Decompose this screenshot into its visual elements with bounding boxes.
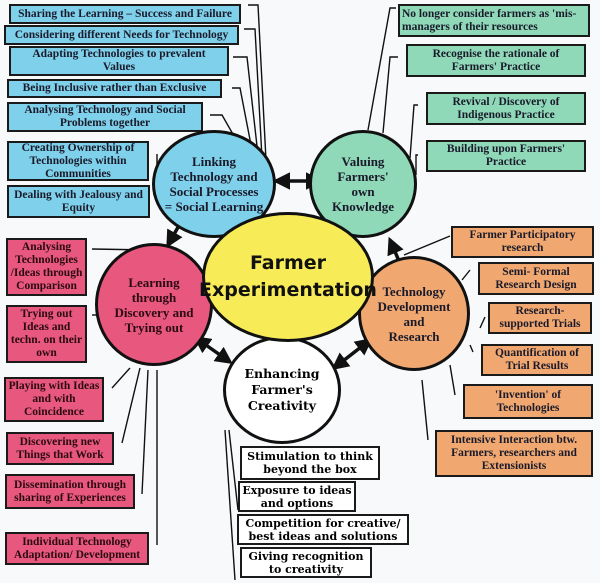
connector-line — [415, 154, 418, 175]
social-learning-item: Creating Ownership of Technologies withi… — [7, 141, 149, 181]
social-learning-item: Sharing the Learning – Success and Failu… — [9, 4, 241, 24]
social-learning-item: Considering different Needs for Technolo… — [4, 25, 239, 45]
hub-tech-development: Technology Development and Research — [358, 256, 470, 371]
tech-development-item: Semi- Formal Research Design — [478, 262, 594, 295]
connector-line — [224, 429, 236, 581]
tech-development-item: 'Invention' of Technologies — [463, 384, 593, 419]
connector-line — [121, 367, 141, 444]
hub-label: Enhancing Farmer's Creativity — [244, 366, 320, 413]
item-label: Competition for creative/ best ideas and… — [245, 516, 401, 543]
connector-line — [111, 367, 131, 389]
item-label: Analysing Technologies /Ideas through Co… — [10, 241, 83, 292]
item-label: Dissemination through sharing of Experie… — [14, 478, 126, 504]
hub-label: Learning through Discovery and Trying ou… — [114, 274, 194, 335]
item-label: Research- supported Trials — [499, 305, 581, 330]
central-topic-label: Farmer Experimentation — [199, 252, 377, 301]
item-label: Individual Technology Adaptation/ Develo… — [13, 535, 141, 561]
connector-line — [248, 4, 267, 161]
item-label: Analysing Technology and Social Problems… — [24, 104, 186, 129]
creativity-item: Stimulation to think beyond the box — [240, 446, 380, 480]
connector-line — [141, 369, 149, 495]
connector-line — [469, 344, 474, 353]
connector-line — [461, 269, 471, 281]
arrow-techdev-creativity — [331, 337, 373, 371]
creativity-item: Giving recognition to creativity — [240, 547, 372, 578]
connector-line — [479, 316, 486, 329]
item-label: Quantification of Trial Results — [494, 347, 579, 372]
hub-learning-discovery: Learning through Discovery and Trying ou… — [95, 243, 213, 366]
item-label: Giving recognition to creativity — [248, 549, 364, 576]
social-learning-item: Dealing with Jealousy and Equity — [7, 185, 150, 218]
learning-discovery-item: Dissemination through sharing of Experie… — [5, 474, 135, 509]
social-learning-item: Analysing Technology and Social Problems… — [7, 102, 203, 132]
item-label: Exposure to ideas and options — [242, 483, 352, 510]
creativity-item: Competition for creative/ best ideas and… — [237, 514, 409, 545]
farmer-knowledge-item: Recognise the rationale of Farmers' Prac… — [406, 44, 586, 77]
connector-line — [228, 429, 239, 511]
connector-line — [232, 87, 253, 151]
item-label: Trying out Ideas and techn. on their own — [10, 308, 83, 359]
farmer-knowledge-item: Building upon Farmers' Practice — [426, 140, 586, 172]
learning-discovery-item: Discovering new Things that Work — [6, 432, 114, 465]
central-topic-farmer-experimentation: Farmer Experimentation — [199, 212, 377, 342]
connector-line — [382, 56, 398, 134]
item-label: Stimulation to think beyond the box — [247, 450, 373, 476]
hub-farmer-knowledge: Valuing Farmers' own Knowledge — [309, 130, 417, 238]
creativity-item: Exposure to ideas and options — [238, 481, 356, 512]
social-learning-item: Adapting Technologies to prevalent Value… — [9, 46, 229, 76]
tech-development-item: Farmer Participatory research — [451, 226, 594, 258]
farmer-knowledge-item: No longer consider farmers as 'mis- mana… — [398, 4, 590, 37]
tech-development-item: Research- supported Trials — [488, 302, 592, 334]
item-label: Being Inclusive rather than Exclusive — [22, 82, 207, 94]
item-label: Revival / Discovery of Indigenous Practi… — [452, 95, 560, 121]
item-label: 'Invention' of Technologies — [494, 388, 562, 414]
learning-discovery-item: Individual Technology Adaptation/ Develo… — [5, 532, 149, 565]
item-label: Building upon Farmers' Practice — [446, 143, 566, 168]
hub-label: Technology Development and Research — [377, 283, 451, 344]
learning-discovery-item: Trying out Ideas and techn. on their own — [6, 305, 87, 363]
item-label: Intensive Interaction btw. Farmers, rese… — [450, 434, 578, 472]
hub-creativity: Enhancing Farmer's Creativity — [223, 336, 341, 444]
item-label: Farmer Participatory research — [469, 229, 576, 254]
item-label: Playing with Ideas and with Coincidence — [8, 380, 100, 418]
connector-line — [244, 28, 263, 159]
item-label: Dealing with Jealousy and Equity — [14, 188, 143, 214]
tech-development-item: Intensive Interaction btw. Farmers, rese… — [435, 430, 593, 477]
social-learning-item: Being Inclusive rather than Exclusive — [7, 79, 222, 98]
connector-line — [367, 7, 396, 131]
connector-line — [409, 104, 418, 159]
farmer-knowledge-item: Revival / Discovery of Indigenous Practi… — [426, 92, 586, 125]
item-label: Recognise the rationale of Farmers' Prac… — [432, 47, 560, 73]
tech-development-item: Quantification of Trial Results — [481, 344, 593, 376]
hub-label: Linking Technology and Social Processes … — [164, 154, 264, 214]
item-label: Considering different Needs for Technolo… — [14, 28, 229, 41]
arrow-discovery-creativity — [193, 335, 233, 365]
item-label: Sharing the Learning – Success and Failu… — [18, 7, 232, 20]
item-label: Adapting Technologies to prevalent Value… — [32, 48, 206, 73]
connector-line — [449, 364, 456, 396]
connector-line — [233, 56, 259, 156]
connector-line — [421, 379, 429, 441]
item-label: Semi- Formal Research Design — [495, 265, 577, 291]
learning-discovery-item: Playing with Ideas and with Coincidence — [4, 377, 104, 422]
item-label: Discovering new Things that Work — [16, 435, 104, 461]
item-label: No longer consider farmers as 'mis- mana… — [402, 7, 577, 33]
item-label: Creating Ownership of Technologies withi… — [21, 141, 135, 180]
connector-line — [403, 235, 451, 256]
learning-discovery-item: Analysing Technologies /Ideas through Co… — [6, 238, 87, 296]
hub-label: Valuing Farmers' own Knowledge — [331, 154, 395, 214]
